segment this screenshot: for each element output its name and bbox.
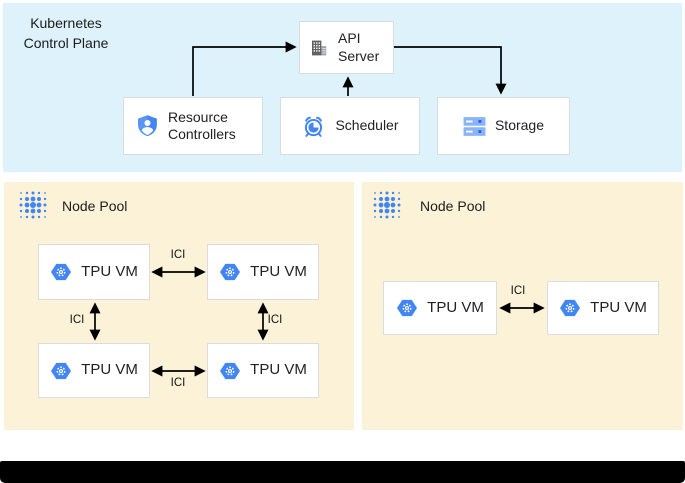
tpu-vm-node: TPU VM xyxy=(547,281,659,335)
tpu-icon xyxy=(50,262,72,282)
node-pool-icon xyxy=(372,190,402,220)
storage-label: Storage xyxy=(494,117,545,134)
control-plane-title-line2: Control Plane xyxy=(23,34,109,51)
ici-label: ICI xyxy=(69,314,85,326)
tpu-vm-label: TPU VM xyxy=(81,262,138,280)
tpu-icon xyxy=(396,298,418,318)
bottom-bar xyxy=(0,461,685,483)
tpu-icon xyxy=(559,298,581,318)
tpu-vm-label: TPU VM xyxy=(427,298,484,316)
building-icon xyxy=(312,40,327,55)
resource-controllers-label: Resource Controllers xyxy=(168,108,236,143)
api-server-label: API Server xyxy=(338,30,380,64)
ici-label: ICI xyxy=(267,314,283,326)
ici-label: ICI xyxy=(510,285,526,297)
node-pool-label: Node Pool xyxy=(420,198,486,214)
tpu-vm-node: TPU VM xyxy=(38,244,150,300)
scheduler-node: Scheduler xyxy=(280,97,420,155)
scheduler-label: Scheduler xyxy=(335,117,399,134)
control-plane-title-line1: Kubernetes xyxy=(30,15,102,31)
tpu-icon xyxy=(50,361,72,381)
tpu-vm-node: TPU VM xyxy=(383,281,497,335)
tpu-vm-label: TPU VM xyxy=(250,361,307,379)
resource-controllers-node: Resource Controllers xyxy=(123,97,263,155)
ici-label: ICI xyxy=(170,377,186,389)
tpu-icon xyxy=(219,262,241,282)
tpu-vm-label: TPU VM xyxy=(590,298,647,316)
tpu-icon xyxy=(219,361,241,381)
storage-node: Storage xyxy=(437,97,570,155)
tpu-vm-node: TPU VM xyxy=(38,343,150,398)
tpu-vm-label: TPU VM xyxy=(81,361,138,379)
node-pool-label: Node Pool xyxy=(62,198,128,214)
tpu-vm-node: TPU VM xyxy=(207,244,319,300)
alarm-clock-icon xyxy=(305,116,323,137)
storage-disks-icon xyxy=(463,116,486,136)
node-pool-icon xyxy=(18,190,48,220)
shield-person-icon xyxy=(138,115,157,137)
control-plane-title: Kubernetes Control Plane xyxy=(10,14,122,53)
tpu-vm-label: TPU VM xyxy=(250,262,307,280)
api-server-node: API Server xyxy=(299,21,394,74)
ici-label: ICI xyxy=(170,249,186,261)
tpu-vm-node: TPU VM xyxy=(207,343,319,398)
